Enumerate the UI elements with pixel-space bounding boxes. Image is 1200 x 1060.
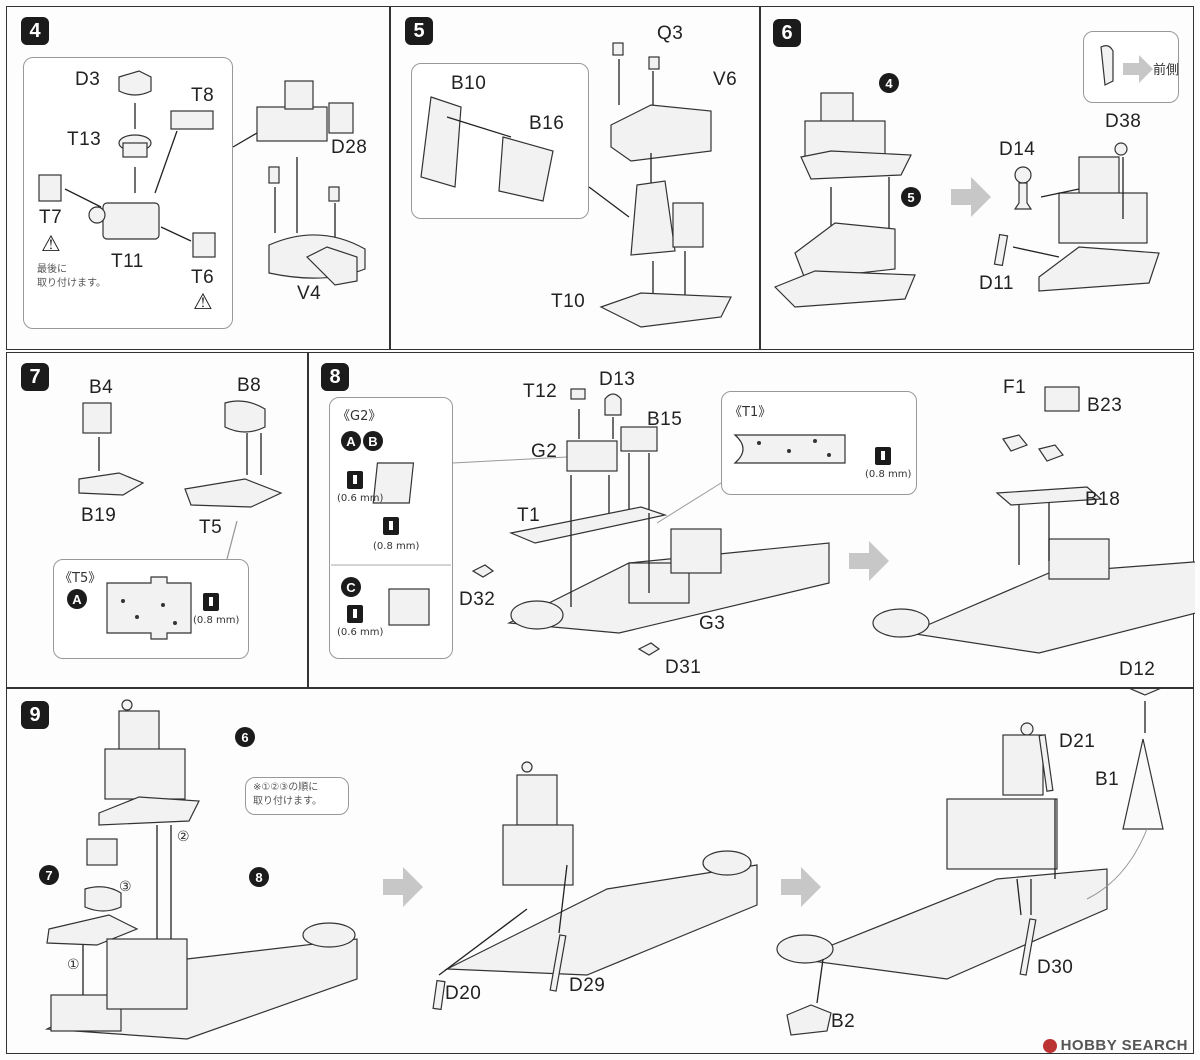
step-6-ref-4: 4 (879, 73, 899, 93)
part-label-t12: T12 (523, 381, 558, 402)
part-label-d12: D12 (1119, 659, 1156, 680)
part-label-v6: V6 (713, 69, 738, 90)
part-label-b1: B1 (1095, 769, 1120, 790)
order-circle-1: ① (67, 957, 80, 973)
part-label-b15: B15 (647, 409, 683, 430)
part-label-q3: Q3 (657, 23, 684, 44)
drill-icon (347, 605, 363, 623)
part-label-t8: T8 (191, 85, 215, 106)
step-9-order-note: ※①②③の順に 取り付けます。 (253, 782, 322, 807)
part-label-d32: D32 (459, 589, 496, 610)
step-4-note: 最後に 取り付けます。 (37, 264, 106, 289)
part-label-t13: T13 (67, 129, 102, 150)
step-5-panel: 5 Q3 V6 B10 B16 T10 (390, 6, 760, 350)
warning-icon: ⚠ (193, 289, 213, 314)
c-drill-size: (0.6 mm) (337, 627, 384, 638)
step-6-panel: 6 前側 4 5 D38 D14 D11 (760, 6, 1194, 350)
part-label-t6: T6 (191, 267, 215, 288)
part-label-d20: D20 (445, 983, 482, 1004)
part-label-d31: D31 (665, 657, 702, 678)
t1-detail-title: 《T1》 (729, 405, 772, 420)
order-circle-2: ② (177, 829, 190, 845)
part-label-d13: D13 (599, 369, 636, 390)
step-6-illustration (773, 45, 1160, 308)
step-7-illustration (78, 400, 283, 640)
step-4-badge: 4 (21, 17, 49, 45)
order-circle-3: ③ (119, 879, 132, 895)
step-7-badge: 7 (21, 363, 49, 391)
step-8-panel: 8 (308, 352, 1195, 688)
part-label-d28: D28 (331, 137, 368, 158)
drill-icon (875, 447, 891, 465)
t1-drill-size: (0.8 mm) (865, 469, 912, 480)
t5-detail-title: 《T5》 (59, 571, 102, 586)
part-label-t11: T11 (111, 251, 144, 272)
drill-icon (347, 471, 363, 489)
hole-label-a: A (341, 431, 361, 451)
part-label-g3: G3 (699, 613, 726, 634)
drill-icon (383, 517, 399, 535)
warning-icon: ⚠ (41, 231, 61, 256)
part-label-d3: D3 (75, 69, 101, 90)
front-label: 前側 (1153, 63, 1180, 78)
part-label-t10: T10 (551, 291, 586, 312)
step-6-badge: 6 (773, 19, 801, 47)
step-9-illustration (44, 689, 1164, 1040)
hole-label-a: A (67, 589, 87, 609)
part-label-d14: D14 (999, 139, 1036, 160)
part-label-d38: D38 (1105, 111, 1142, 132)
step-5-badge: 5 (405, 17, 433, 45)
watermark: HOBBY SEARCH (1042, 1037, 1188, 1054)
step-5-illustration (420, 42, 732, 328)
step-4-panel: 4 D3 T8 T13 D28 T7 (6, 6, 390, 350)
part-label-b10: B10 (451, 73, 487, 94)
drill-icon (203, 593, 219, 611)
hobby-search-logo-icon (1042, 1039, 1057, 1054)
part-label-v4: V4 (297, 283, 322, 304)
part-label-d11: D11 (979, 273, 1014, 294)
step-9-badge: 9 (21, 701, 49, 729)
t5-drill-size: (0.8 mm) (193, 615, 240, 626)
part-label-f1: F1 (1003, 377, 1027, 398)
part-label-d21: D21 (1059, 731, 1096, 752)
part-label-b16: B16 (529, 113, 565, 134)
step-6-ref-5: 5 (901, 187, 921, 207)
part-label-t7: T7 (39, 207, 63, 228)
step-8-badge: 8 (321, 363, 349, 391)
part-label-d30: D30 (1037, 957, 1074, 978)
order-note-box (245, 777, 349, 815)
part-label-b23: B23 (1087, 395, 1123, 416)
step-8-illustration (331, 386, 1195, 656)
g2-drill-size-2: (0.8 mm) (373, 541, 420, 552)
step-9-panel: 9 (6, 659, 1194, 1054)
hole-label-c: C (341, 577, 361, 597)
part-label-b2: B2 (831, 1011, 856, 1032)
step-9-ref-6: 6 (235, 727, 255, 747)
part-label-b4: B4 (89, 377, 114, 398)
step-7-panel: 7 B4 B8 B19 T5 《T5》 A (0.8 mm) (6, 352, 308, 688)
part-label-d29: D29 (569, 975, 606, 996)
g2-drill-size-1: (0.6 mm) (337, 493, 384, 504)
part-label-b8: B8 (237, 375, 262, 396)
part-label-g2: G2 (531, 441, 558, 462)
part-label-b19: B19 (81, 505, 117, 526)
step-9-ref-7: 7 (39, 865, 59, 885)
step-4-illustration (38, 70, 366, 286)
g2-detail-title: 《G2》 (337, 409, 382, 424)
watermark-text: HOBBY SEARCH (1060, 1037, 1188, 1054)
hole-label-b: B (363, 431, 383, 451)
step-9-ref-8: 8 (249, 867, 269, 887)
part-label-t1: T1 (517, 505, 541, 526)
part-label-b18: B18 (1085, 489, 1121, 510)
part-label-t5: T5 (199, 517, 223, 538)
